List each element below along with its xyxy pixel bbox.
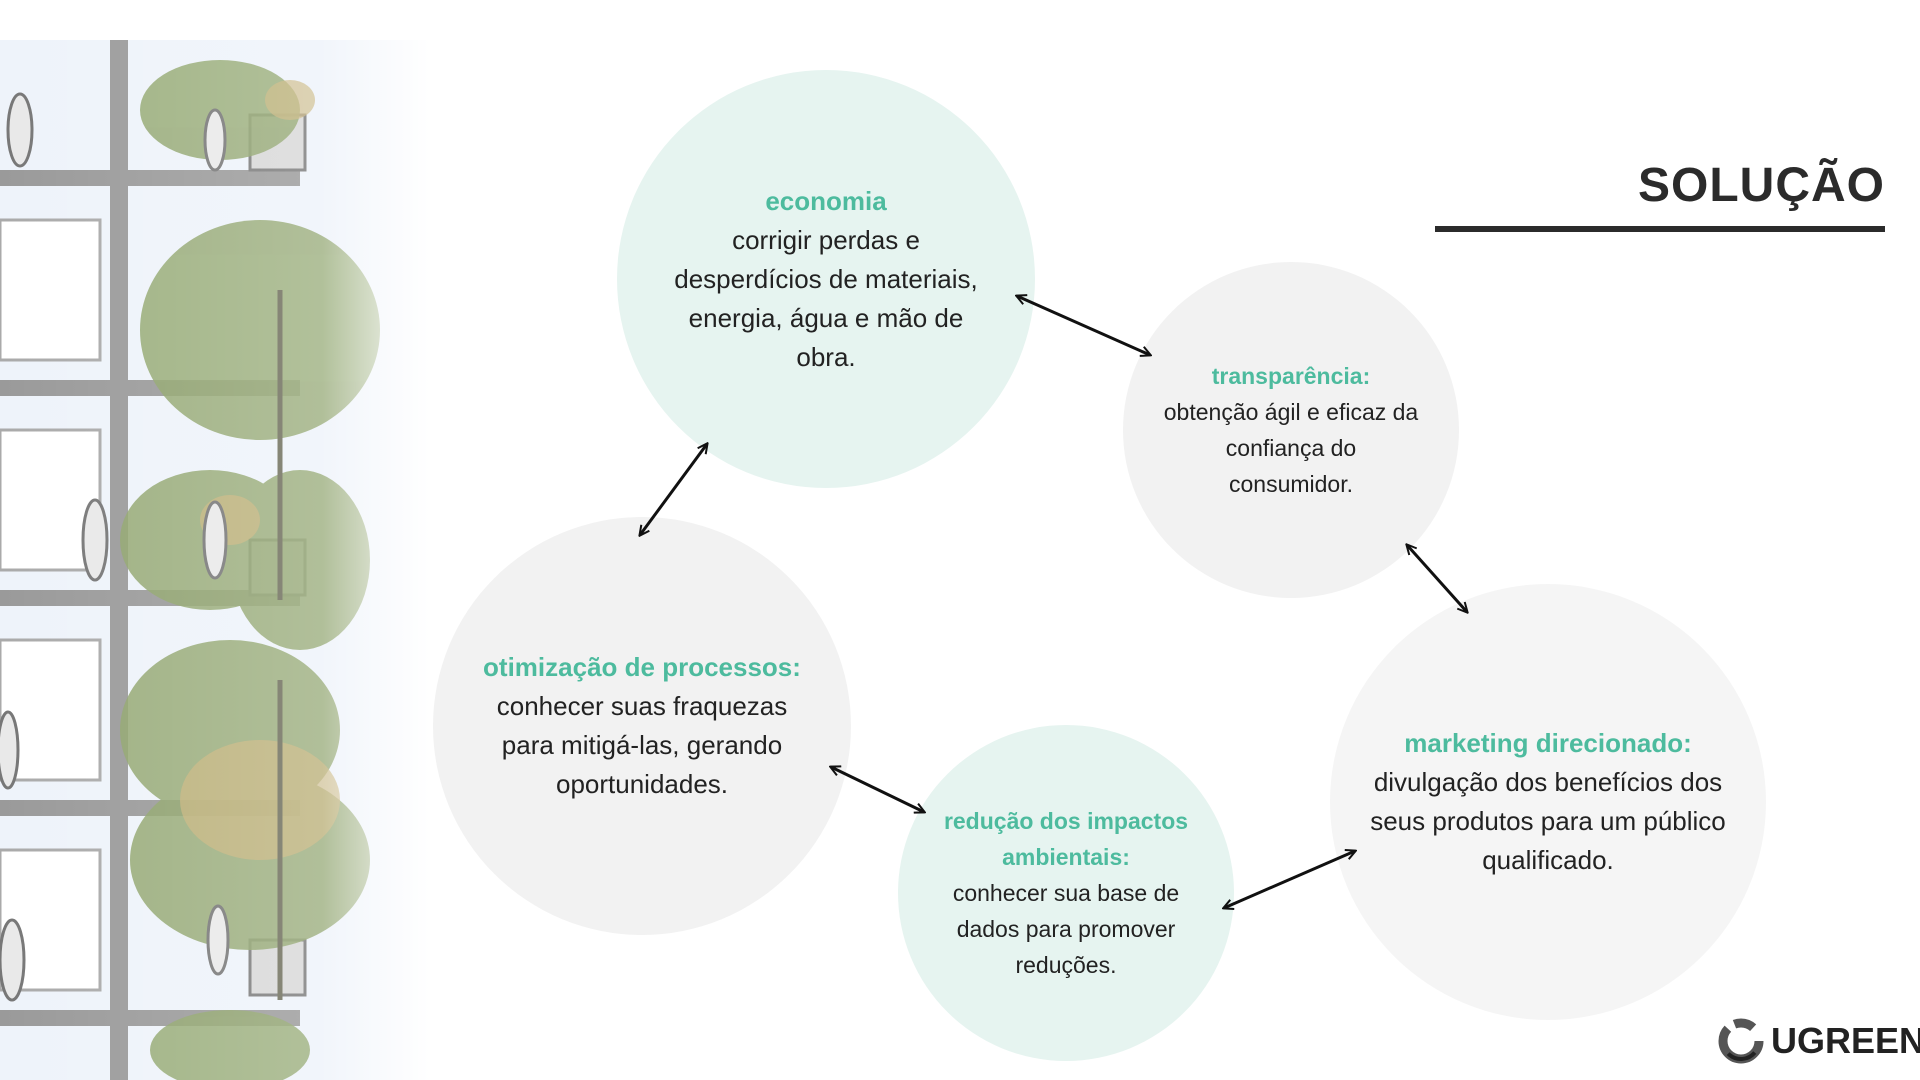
node-marketing: marketing direcionado: divulgação dos be… bbox=[1330, 584, 1766, 1020]
node-marketing-heading: marketing direcionado: bbox=[1404, 728, 1692, 758]
ugreen-ring-icon bbox=[1718, 1018, 1764, 1064]
node-otimizacao-heading: otimização de processos: bbox=[483, 652, 801, 682]
title-block: SOLUÇÃO bbox=[1435, 162, 1885, 232]
arrow-transparencia-marketing bbox=[1407, 545, 1467, 612]
node-economia-text: corrigir perdas e desperdícios de materi… bbox=[674, 224, 978, 372]
node-transparencia: transparência: obtenção ágil e eficaz da… bbox=[1123, 262, 1459, 598]
node-marketing-text: divulgação dos benefícios dos seus produ… bbox=[1370, 767, 1726, 875]
node-reducao-text: conhecer sua base de dados para promover… bbox=[952, 880, 1180, 978]
node-economia-heading: economia bbox=[765, 185, 887, 216]
node-economia: economia corrigir perdas e desperdícios … bbox=[617, 70, 1035, 488]
arrow-reducao-marketing bbox=[1224, 851, 1355, 908]
node-otimizacao: otimização de processos: conhecer suas f… bbox=[433, 517, 851, 935]
node-reducao-heading: redução dos impactos ambientais: bbox=[943, 808, 1189, 870]
page-title: SOLUÇÃO bbox=[1638, 159, 1885, 212]
logo-text: UGREEN bbox=[1771, 1020, 1920, 1061]
building-illustration bbox=[0, 40, 430, 1080]
title-underline bbox=[1435, 226, 1885, 232]
node-transparencia-heading: transparência: bbox=[1211, 363, 1371, 389]
node-transparencia-text: obtenção ágil e eficaz da confiança do c… bbox=[1163, 399, 1419, 497]
ugreen-logo: UGREEN bbox=[1715, 1015, 1920, 1067]
node-otimizacao-text: conhecer suas fraquezas para mitigá-las,… bbox=[496, 691, 788, 799]
arrow-economia-transparencia bbox=[1017, 296, 1150, 355]
node-reducao: redução dos impactos ambientais: conhece… bbox=[898, 725, 1234, 1061]
